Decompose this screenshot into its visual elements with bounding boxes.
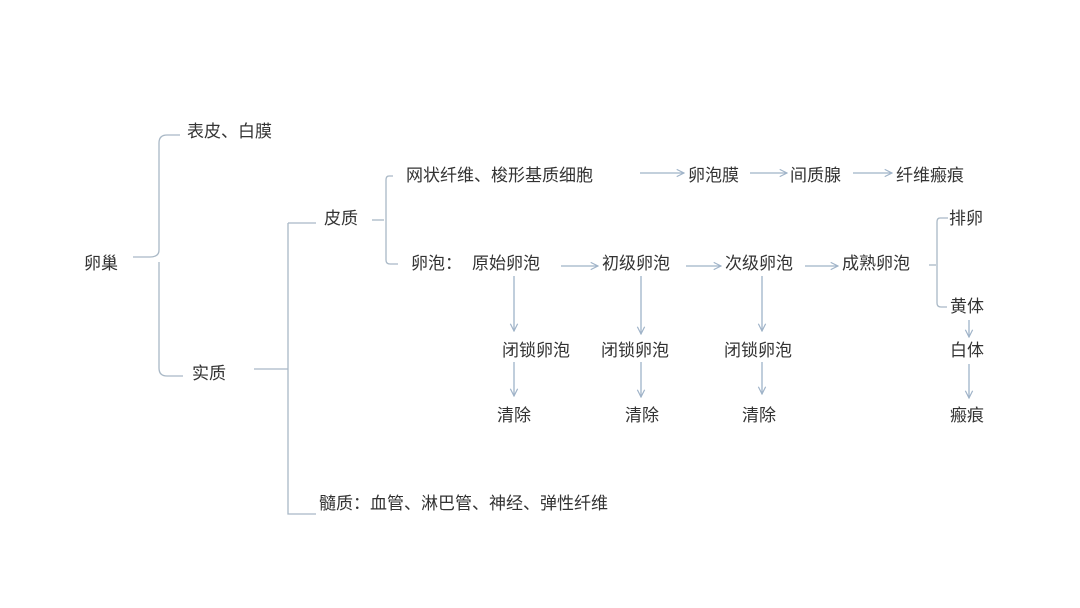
node-stroma-cells: 网状纤维、梭形基质细胞 — [406, 166, 593, 186]
node-medulla: 髓质：血管、淋巴管、神经、弹性纤维 — [319, 494, 608, 514]
node-corpus-albicans: 白体 — [950, 341, 984, 361]
node-clearance-3: 清除 — [742, 406, 776, 426]
node-interstitial-gland: 间质腺 — [790, 166, 841, 186]
node-epithelium-tunica-albuginea: 表皮、白膜 — [187, 122, 272, 142]
node-fibrous-scar: 纤维瘢痕 — [896, 166, 964, 186]
node-primary-follicle: 初级卵泡 — [602, 254, 670, 274]
node-secondary-follicle: 次级卵泡 — [725, 254, 793, 274]
node-follicle-prefix: 卵泡： — [411, 254, 462, 274]
node-clearance-2: 清除 — [625, 406, 659, 426]
node-atretic-follicle-2: 闭锁卵泡 — [601, 341, 669, 361]
node-primordial-follicle: 原始卵泡 — [472, 254, 540, 274]
node-scar: 瘢痕 — [950, 406, 984, 426]
node-atretic-follicle-3: 闭锁卵泡 — [724, 341, 792, 361]
node-atretic-follicle-1: 闭锁卵泡 — [502, 341, 570, 361]
node-parenchyma: 实质 — [192, 364, 226, 384]
node-clearance-1: 清除 — [497, 406, 531, 426]
node-cortex: 皮质 — [324, 209, 358, 229]
node-ovulation: 排卵 — [949, 209, 983, 229]
node-corpus-luteum: 黄体 — [950, 297, 984, 317]
node-theca: 卵泡膜 — [688, 166, 739, 186]
node-ovary: 卵巢 — [84, 254, 118, 274]
node-mature-follicle: 成熟卵泡 — [842, 254, 910, 274]
